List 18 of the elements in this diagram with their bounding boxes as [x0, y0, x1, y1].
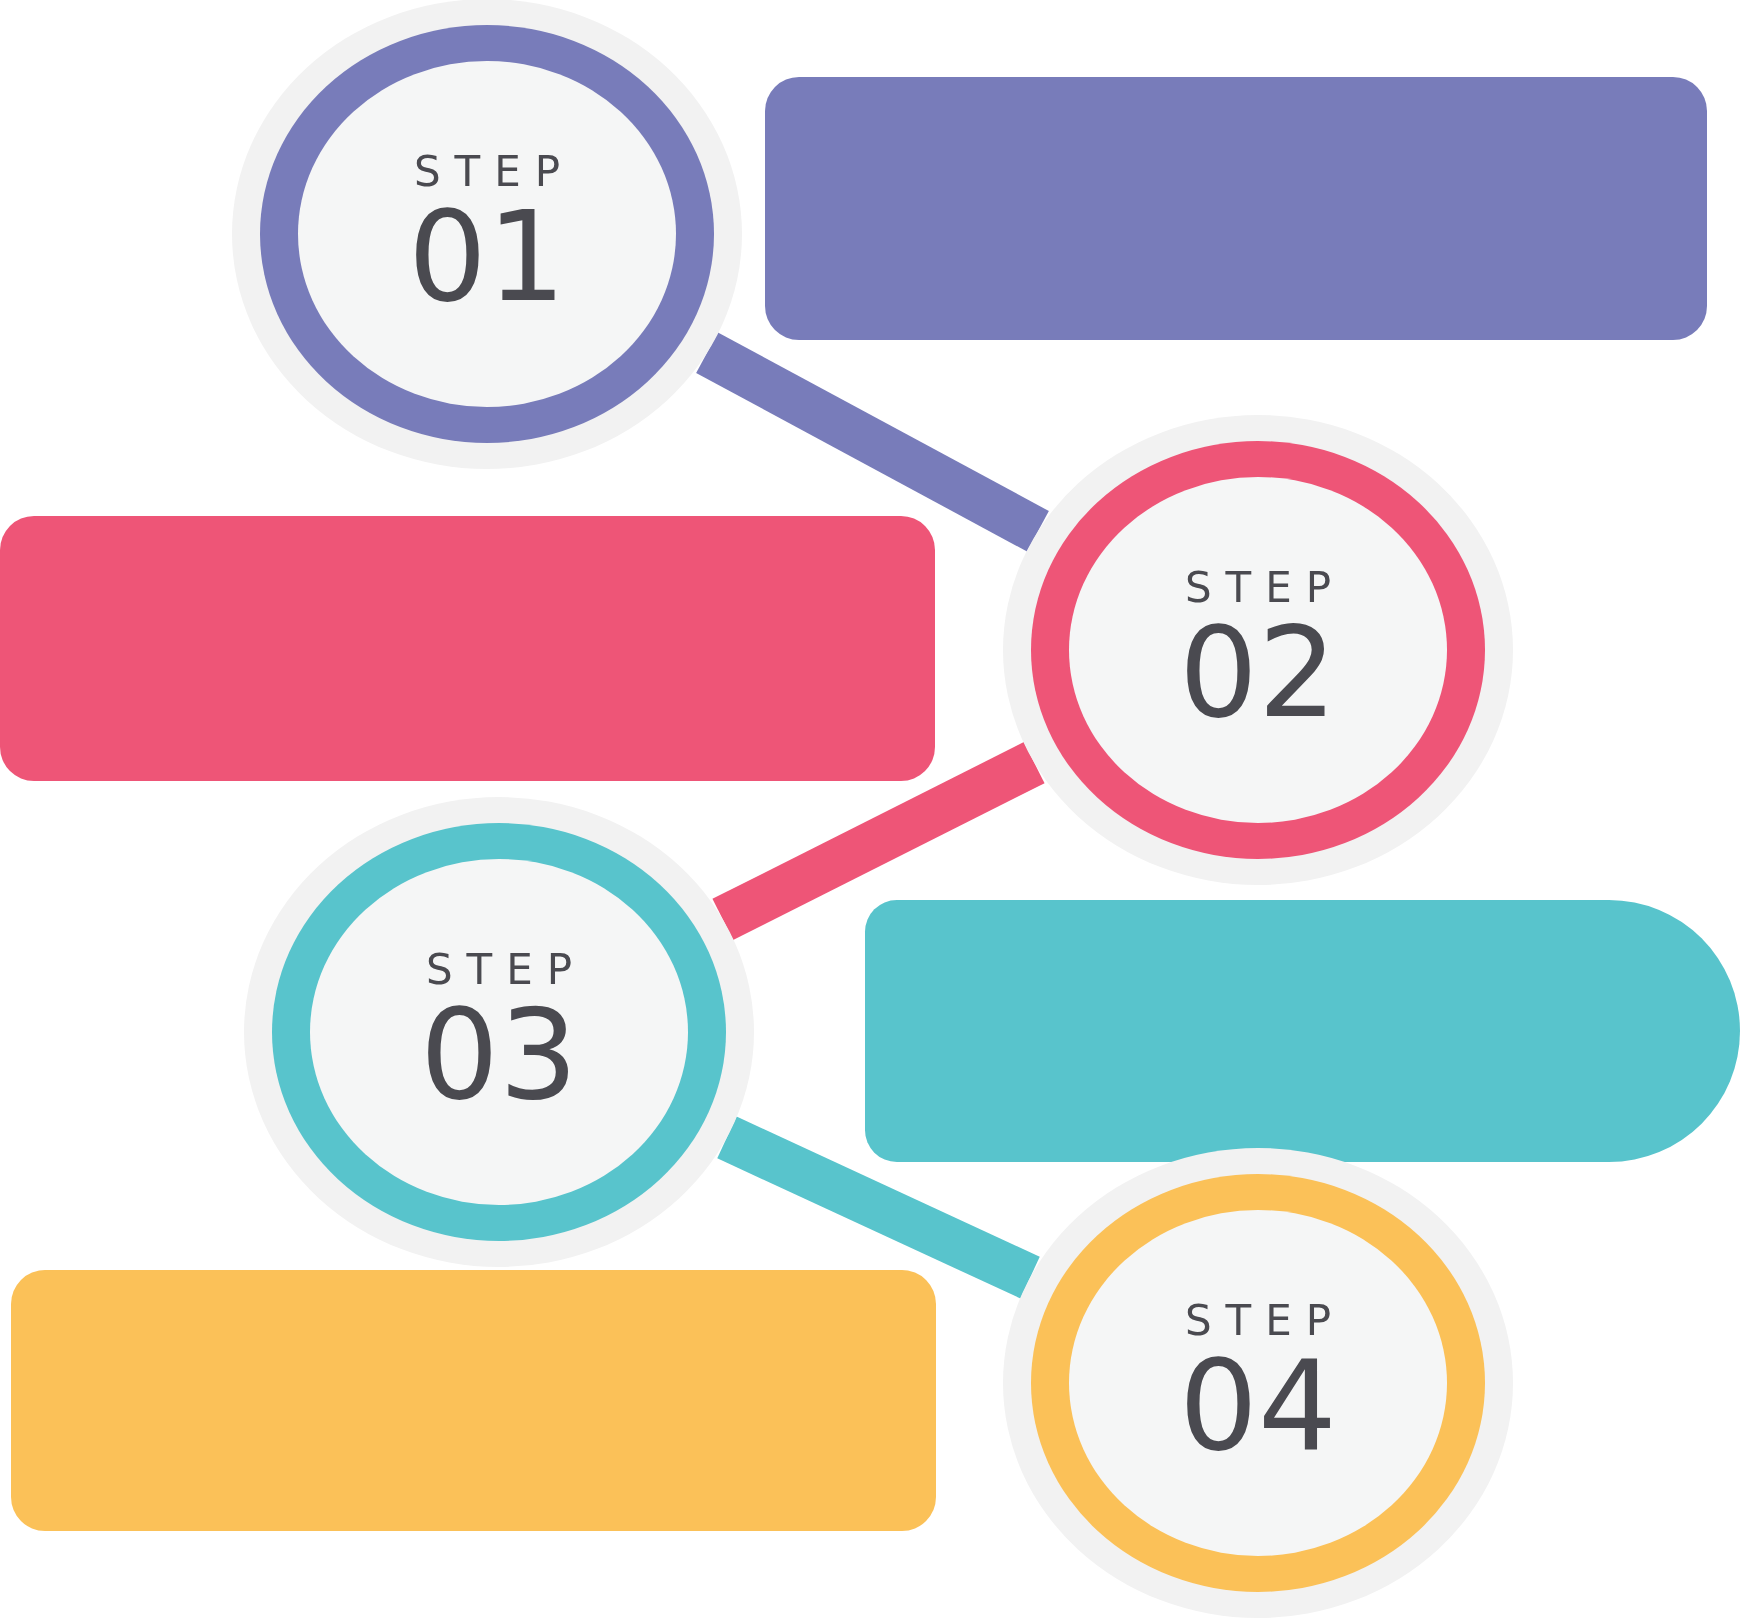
- connector-band: [717, 1116, 1040, 1299]
- banner-bar: [11, 1270, 936, 1531]
- connector-band: [696, 332, 1049, 552]
- connector-band: [712, 742, 1045, 940]
- step-label: STEP: [412, 148, 575, 196]
- step-number: 03: [420, 993, 578, 1118]
- step-circle: [1003, 415, 1513, 885]
- step-circle: [1003, 1148, 1513, 1618]
- banner-bar: [865, 900, 1740, 1162]
- step-circle: [244, 797, 754, 1267]
- step-number: 02: [1179, 611, 1337, 736]
- step-label: STEP: [1183, 1297, 1346, 1345]
- step-number: 04: [1179, 1344, 1337, 1469]
- banner-bar: [0, 516, 935, 781]
- banner-bar: [765, 77, 1707, 340]
- step-label: STEP: [1183, 564, 1346, 612]
- step-label: STEP: [424, 946, 587, 994]
- step-number: 01: [408, 195, 566, 320]
